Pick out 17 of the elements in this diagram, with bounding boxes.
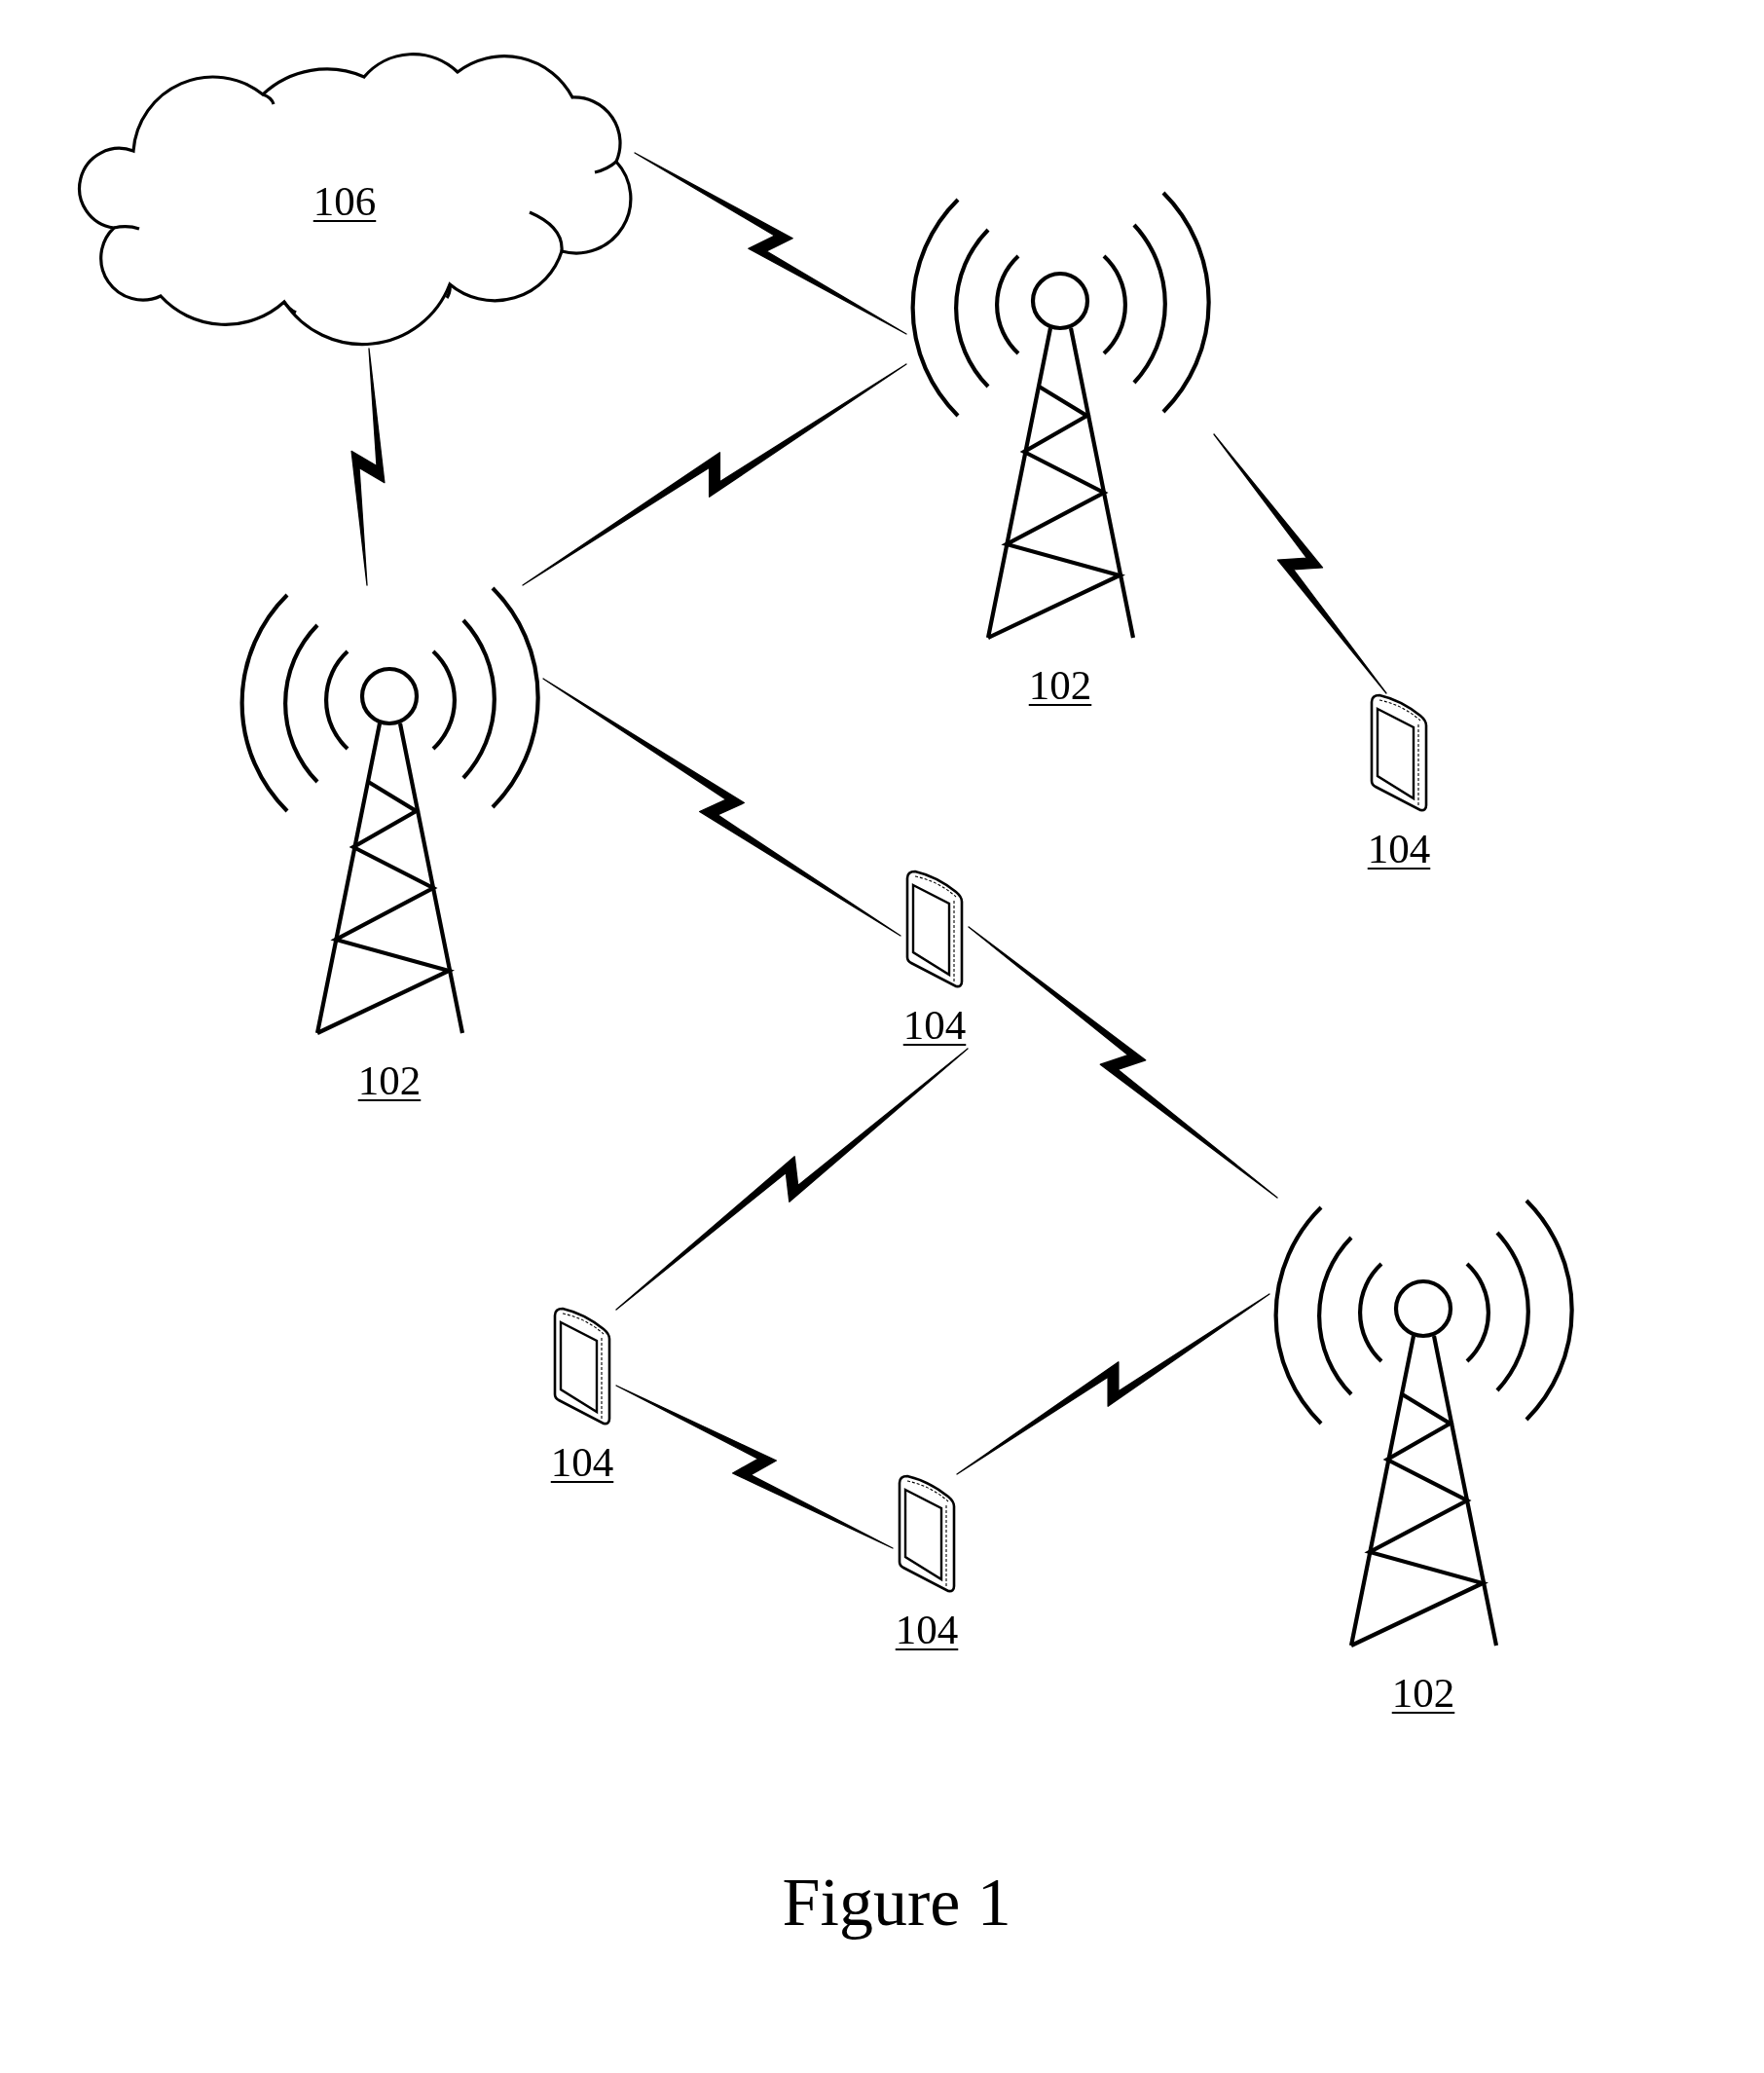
- lightning-bolt-connector: [634, 152, 907, 335]
- reference-numeral: 102: [357, 1057, 422, 1104]
- lightning-bolt-connector: [522, 363, 907, 586]
- lightning-bolt-connector: [542, 678, 901, 937]
- reference-numeral: 104: [902, 1002, 967, 1049]
- reference-numeral: 104: [550, 1439, 614, 1486]
- lightning-bolt-connector: [350, 348, 386, 586]
- lightning-bolt-connector: [956, 1293, 1270, 1475]
- reference-numeral: 102: [1028, 662, 1092, 709]
- lightning-bolt-connector: [615, 1385, 894, 1549]
- reference-numeral: 106: [312, 178, 377, 225]
- lightning-bolt-connector: [968, 926, 1278, 1199]
- reference-numeral: 104: [895, 1607, 959, 1653]
- reference-numeral: 104: [1367, 826, 1431, 872]
- reference-numeral: 102: [1391, 1670, 1455, 1717]
- lightning-bolt-connector: [1213, 433, 1387, 694]
- lightning-bolt-connector: [615, 1048, 969, 1311]
